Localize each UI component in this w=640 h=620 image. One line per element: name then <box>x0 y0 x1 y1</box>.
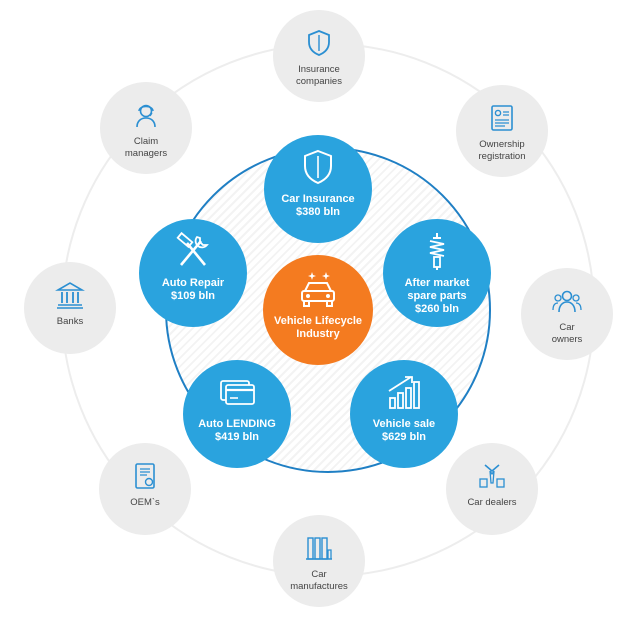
stakeholder-label: Insurance companies <box>296 64 342 87</box>
stakeholder-ownership-registration: Ownership registration <box>456 85 548 177</box>
stakeholder-label: Car manufactures <box>290 569 348 592</box>
stakeholder-label: Banks <box>56 316 84 327</box>
factory-icon <box>306 537 332 560</box>
stakeholder-car-manufactures: Car manufactures <box>273 515 365 607</box>
credit-card-icon <box>220 380 255 405</box>
stakeholder-label: Car owners <box>551 322 583 345</box>
center-vehicle-lifecycle: Vehicle Lifecycle Industry <box>263 255 373 365</box>
segment-label: After market spare parts <box>404 277 470 302</box>
car-icon <box>301 272 335 307</box>
shield-icon <box>304 149 332 185</box>
segment-auto-repair: Auto Repair $109 bln <box>139 219 247 327</box>
stakeholder-oems: OEM`s <box>99 443 191 535</box>
segment-value: $260 bln <box>414 303 460 315</box>
stakeholder-label: Ownership registration <box>478 139 526 162</box>
bank-icon <box>55 282 85 309</box>
segment-value: $380 bln <box>295 206 341 218</box>
agent-icon <box>136 104 156 128</box>
segment-aftermarket-parts: After market spare parts $260 bln <box>383 219 491 327</box>
stakeholder-car-dealers: Car dealers <box>446 443 538 535</box>
segment-label: Car Insurance <box>281 193 355 205</box>
segment-car-insurance: Car Insurance $380 bln <box>264 135 372 243</box>
segment-value: $419 bln <box>214 431 260 443</box>
segment-label: Auto Repair <box>161 277 225 289</box>
stakeholder-insurance-companies: Insurance companies <box>273 10 365 102</box>
stakeholder-car-owners: Car owners <box>521 268 613 360</box>
segment-label: Vehicle sale <box>372 418 436 430</box>
stakeholder-label: OEM`s <box>130 497 160 508</box>
dealer-icon <box>479 464 505 488</box>
stakeholder-claim-managers: Claim managers <box>100 82 192 174</box>
segment-value: $629 bln <box>381 431 427 443</box>
certificate-icon <box>135 463 155 489</box>
stakeholder-label: Claim managers <box>124 136 168 159</box>
center-label: Vehicle Lifecycle Industry <box>273 315 363 340</box>
segment-auto-lending: Auto LENDING $419 bln <box>183 360 291 468</box>
growth-chart-icon <box>388 376 420 409</box>
segment-value: $109 bln <box>170 290 216 302</box>
shock-absorber-icon <box>429 233 445 270</box>
shield-icon <box>308 30 330 56</box>
segment-label: Auto LENDING <box>198 418 276 430</box>
stakeholder-label: Car dealers <box>467 497 517 508</box>
id-document-icon <box>491 105 513 131</box>
stakeholder-banks: Banks <box>24 262 116 354</box>
people-icon <box>552 290 582 313</box>
wrench-hammer-icon <box>176 231 209 266</box>
segment-vehicle-sale: Vehicle sale $629 bln <box>350 360 458 468</box>
